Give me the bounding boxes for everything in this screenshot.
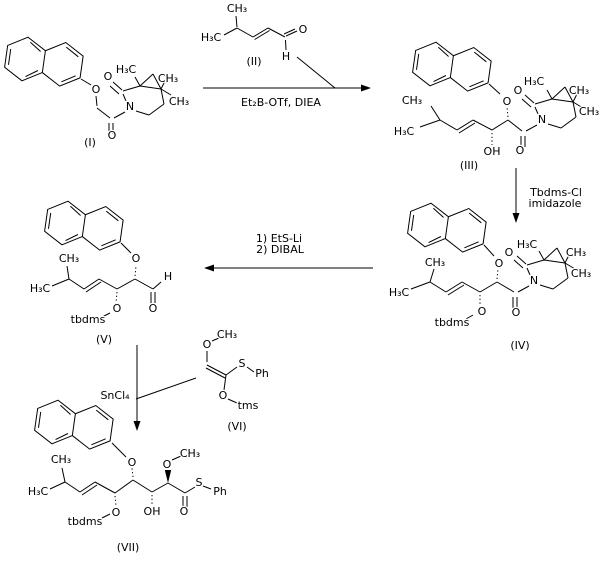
cpd7-methoxy-ch3: CH₃ [180,447,200,460]
cpd5-ch3: CH₃ [59,252,79,265]
cpd6-association-line [135,377,197,400]
cpd4-aux-ch3-right: CH₃ [571,267,591,280]
cpd1-amide-o: O [108,129,117,142]
cpd7-oh: OH [144,505,161,518]
cpd5-h: H [164,270,172,283]
cpd1-label: (I) [84,136,96,149]
cpd7-methoxy-o: O [163,458,172,471]
cpd3-ether-o: O [503,95,512,108]
cpd4-aux-ch3-top: CH₃ [566,246,586,259]
arrow-step-4 [133,345,197,431]
cpd4-naphthalene [405,200,489,256]
compound-vii-structure [32,397,212,519]
cpd7-tbdms: tbdms [68,515,103,528]
cpd6-label: (VI) [227,420,246,433]
cpd5-naphthalene [42,198,126,254]
compound-iii-structure [410,39,584,148]
cpd6-ch3: CH₃ [217,328,237,341]
cpd3-h3c: H₃C [394,125,415,138]
bond-framework [2,15,584,519]
cpd5-aldehyde-o: O [149,302,158,315]
compound-iv-structure [405,200,576,320]
cpd3-aux-h3c: H₃C [524,75,545,88]
cpd3-label: (III) [460,159,478,172]
compound-v-structure [42,198,162,318]
cpd3-naphthalene [410,39,494,95]
cpd4-amide-o: O [512,306,521,319]
cpd4-aux-h3c: H₃C [517,238,538,251]
cpd3-wedge-o [506,106,509,118]
cpd2-o: O [299,23,308,36]
cpd7-s: S [196,476,203,489]
cpd5-ether-o: O [132,252,141,265]
cpd7-naphthalene [32,397,116,453]
cpd3-aux-n: N [538,113,546,126]
cpd2-ch3: CH₃ [227,2,247,15]
cpd5-tbdms: tbdms [71,313,106,326]
cpd1-aux-h3c: H₃C [116,63,137,76]
cpd1-aux-n: N [126,100,134,113]
cpd5-wedge-o [134,265,137,277]
step1-reagents: Et₂B-OTf, DIEA [241,96,321,109]
cpd7-ether-o: O [128,456,137,469]
arrow-step-1 [203,84,371,92]
compound-i-structure [2,34,172,135]
cpd6-ph: Ph [255,367,269,380]
cpd3-amide-o: O [516,144,525,157]
cpd1-ether-o: O [92,83,101,96]
cpd4-ch3: CH₃ [425,256,445,269]
cpd7-tbdms-o: O [112,506,121,519]
arrow-step-3 [204,264,373,272]
cpd3-aux-ring-o: O [514,84,523,97]
cpd4-aux-n: N [530,274,538,287]
cpd7-ch3: CH₃ [51,453,71,466]
cpd2-h3c: H₃C [201,31,222,44]
cpd4-wedge-o [496,268,499,280]
step3-reagent-1: 1) EtS-Li [256,232,302,245]
cpd3-aux-ch3-right: CH₃ [579,105,599,118]
cpd2-association-line [296,56,336,89]
cpd6-s: S [239,357,246,370]
step3-reagent-2: 2) DIBAL [256,243,305,256]
cpd4-tbdms-o: O [478,305,487,318]
cpd2-label: (II) [246,55,261,68]
cpd4-ether-o: O [495,257,504,270]
cpd4-label: (IV) [510,339,529,352]
cpd3-aux-ch3-top: CH₃ [569,84,589,97]
cpd4-aux-ring-o: O [505,246,514,259]
cpd7-wedge-otbdms [114,495,117,507]
cpd7-wedge-o [131,467,134,478]
step4-sncl4: SnCl₄ [100,389,130,402]
cpd1-aux-ch3-right: CH₃ [169,95,189,108]
cpd6-silyloxy-o: O [219,389,228,402]
cpd7-ph: Ph [213,485,227,498]
cpd2-h: H [282,50,290,63]
compound-ii-structure [223,15,336,89]
cpd1-aux-ring-o: O [104,70,113,83]
cpd3-ch3: CH₃ [402,94,422,107]
compound-vi-structure [205,337,255,404]
cpd6-methoxy-o: O [203,338,212,351]
cpd1-aux-ch3-top: CH₃ [158,72,178,85]
cpd4-tbdms: tbdms [435,316,470,329]
cpd6-tms: tms [238,399,259,412]
cpd7-h3c: H₃C [28,485,49,498]
cpd7-thioester-o: O [180,505,189,518]
step2-reagent-1: Tbdms-Cl [529,186,582,199]
cpd3-oh: OH [484,145,501,158]
step2-reagent-2: imidazole [529,197,582,210]
cpd5-label: (V) [96,333,112,346]
cpd4-h3c: H₃C [389,286,410,299]
cpd7-label: (VII) [117,541,140,554]
cpd7-bold-wedge-ome [164,470,172,483]
cpd5-h3c: H₃C [30,282,51,295]
cpd1-naphthalene [2,34,86,90]
cpd5-tbdms-o: O [113,302,122,315]
arrow-step-2 [512,168,520,223]
